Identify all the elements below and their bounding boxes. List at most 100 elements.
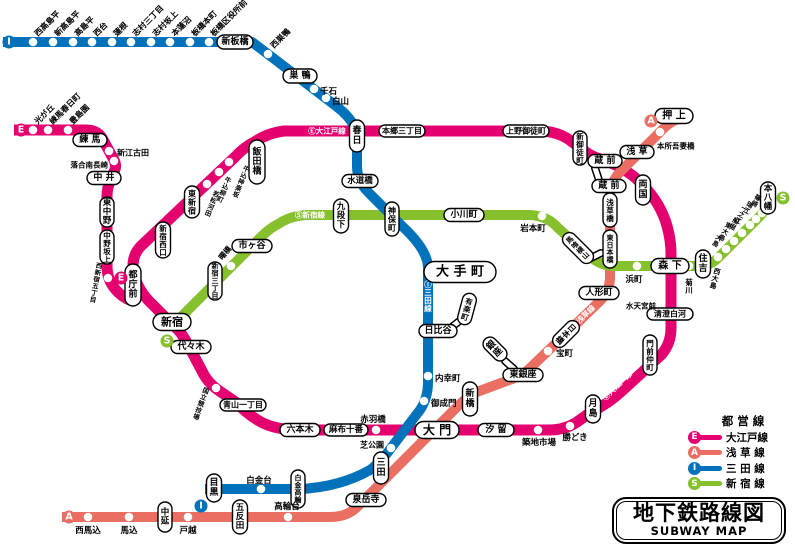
station-name: 中野坂上 [103, 230, 111, 264]
legend-line-sample [698, 465, 722, 471]
legend-line-sample [698, 481, 722, 486]
station-name: 浅草橋 [606, 197, 614, 223]
station-name: 麻布十番 [328, 424, 364, 435]
station-六本木: 六本木 [279, 422, 321, 438]
station-dot-西新宿五丁目 [103, 273, 113, 283]
station-新宿: 新宿 [152, 312, 192, 332]
station-dot-本所吾妻橋 [655, 127, 665, 137]
badge-circle [14, 123, 28, 137]
station-marker [86, 170, 122, 186]
station-日本橋: 日本橋 [551, 319, 581, 349]
station-label: 築地市場 [521, 437, 557, 448]
station-name: 小川町 [449, 208, 477, 220]
station-森下: 森 下 [650, 257, 690, 275]
station-label: 新江古田 [117, 148, 149, 158]
station-marker [99, 229, 115, 265]
station-麻布十番: 麻布十番 [323, 423, 369, 437]
station-dot-高輪台 [283, 512, 293, 522]
station-dot-牛込神楽坂 [224, 157, 234, 167]
station-name: 目黒 [209, 477, 218, 498]
legend-line-name: 新 宿 線 [726, 478, 765, 490]
station-name: 五反田 [236, 503, 245, 531]
station-dot-西高島平 [28, 37, 38, 47]
station-九段下: 九段下 [332, 198, 350, 234]
station-marker [282, 68, 318, 84]
station-東日本橋: 東日本橋 [602, 229, 618, 269]
station-三田: 三田 [372, 451, 390, 485]
station-name: 都庁前 [127, 268, 137, 299]
station-泉岳寺: 泉岳寺 [345, 492, 387, 508]
station-name: 中延 [160, 506, 170, 526]
station-marker [72, 132, 108, 148]
mita-line-badge: I [2, 35, 16, 49]
station-label: 戸越 [179, 525, 197, 536]
station-marker [418, 323, 458, 339]
station-marker [183, 185, 201, 219]
station-dot-若松河田 [202, 179, 212, 189]
station-dot-内幸町 [423, 371, 433, 381]
station-name: 蔵 前 [598, 179, 619, 191]
badge-circle [776, 191, 790, 205]
station-marker [572, 130, 588, 166]
station-label: 御成門 [430, 398, 457, 409]
station-dot-芝公園 [386, 443, 396, 453]
station-marker [477, 422, 515, 438]
badge-letter: E [18, 125, 25, 136]
station-marker [372, 451, 390, 485]
station-name: 春日 [351, 124, 362, 146]
station-name: 東日本橋 [606, 233, 615, 264]
station-label: 千石 [320, 86, 338, 97]
station-市ヶ谷: 市ヶ谷 [231, 238, 273, 254]
station-name: 押 上 [662, 109, 685, 122]
station-label: 浜町 [625, 274, 643, 285]
station-dot-築地市場 [533, 425, 543, 435]
station-marker [290, 469, 306, 509]
shinjuku-line-badge: S [160, 334, 174, 348]
station-dot-西巣鴨 [263, 49, 273, 59]
station-人形町: 人形町 [578, 285, 620, 301]
station-神保町: 神保町 [384, 201, 400, 237]
line-name-label: Ⓔ大江戸線 [308, 126, 346, 136]
station-dot-光が丘 [28, 125, 38, 135]
station-門前仲町: 門前仲町 [642, 334, 658, 376]
station-dot-浜町 [632, 261, 642, 271]
station-dot-勝どき [565, 421, 575, 431]
station-marker [341, 173, 379, 189]
station-label: 一之江 [733, 204, 749, 227]
station-dot-一之江 [745, 220, 755, 230]
station-name: 飯田橋 [251, 145, 262, 176]
station-marker [323, 423, 369, 437]
station-name: 大 門 [423, 422, 451, 437]
station-label: 大島 [711, 232, 725, 249]
station-dot-蓮根 [107, 37, 117, 47]
station-label: 篠崎 [750, 192, 764, 209]
station-marker [551, 319, 581, 349]
badge-letter: S [164, 336, 171, 347]
station-marker [587, 153, 623, 169]
station-dot-志村三丁目 [126, 37, 136, 47]
station-label: 西巣鴨 [268, 26, 292, 50]
station-marker [279, 422, 321, 438]
station-label: 菊川 [684, 277, 693, 295]
station-目黒: 目黒 [205, 473, 223, 503]
station-marker [650, 257, 690, 275]
map-title-box: 地下鉄路線図 SUBWAY MAP [612, 497, 786, 544]
station-label: 西大島 [709, 267, 722, 291]
station-中野坂上: 中野坂上 [99, 229, 115, 265]
station-dot-岩本町 [537, 211, 547, 221]
map-title-japanese: 地下鉄路線図 [633, 501, 765, 526]
station-label: 国立競技場 [192, 385, 211, 422]
station-name: 新橋 [465, 387, 475, 409]
legend-badge-S: S [688, 477, 701, 490]
station-dot-白金台 [256, 484, 266, 494]
station-小川町: 小川町 [443, 207, 485, 223]
station-marker [584, 394, 602, 424]
station-marker [561, 231, 595, 265]
station-label: 赤羽橋 [360, 414, 386, 425]
station-name: 大 手 町 [436, 264, 484, 280]
station-label: 宝町 [556, 348, 574, 359]
line-name-label: Ⓘ三田線 [424, 279, 432, 313]
station-name: 新宿 [161, 315, 183, 329]
